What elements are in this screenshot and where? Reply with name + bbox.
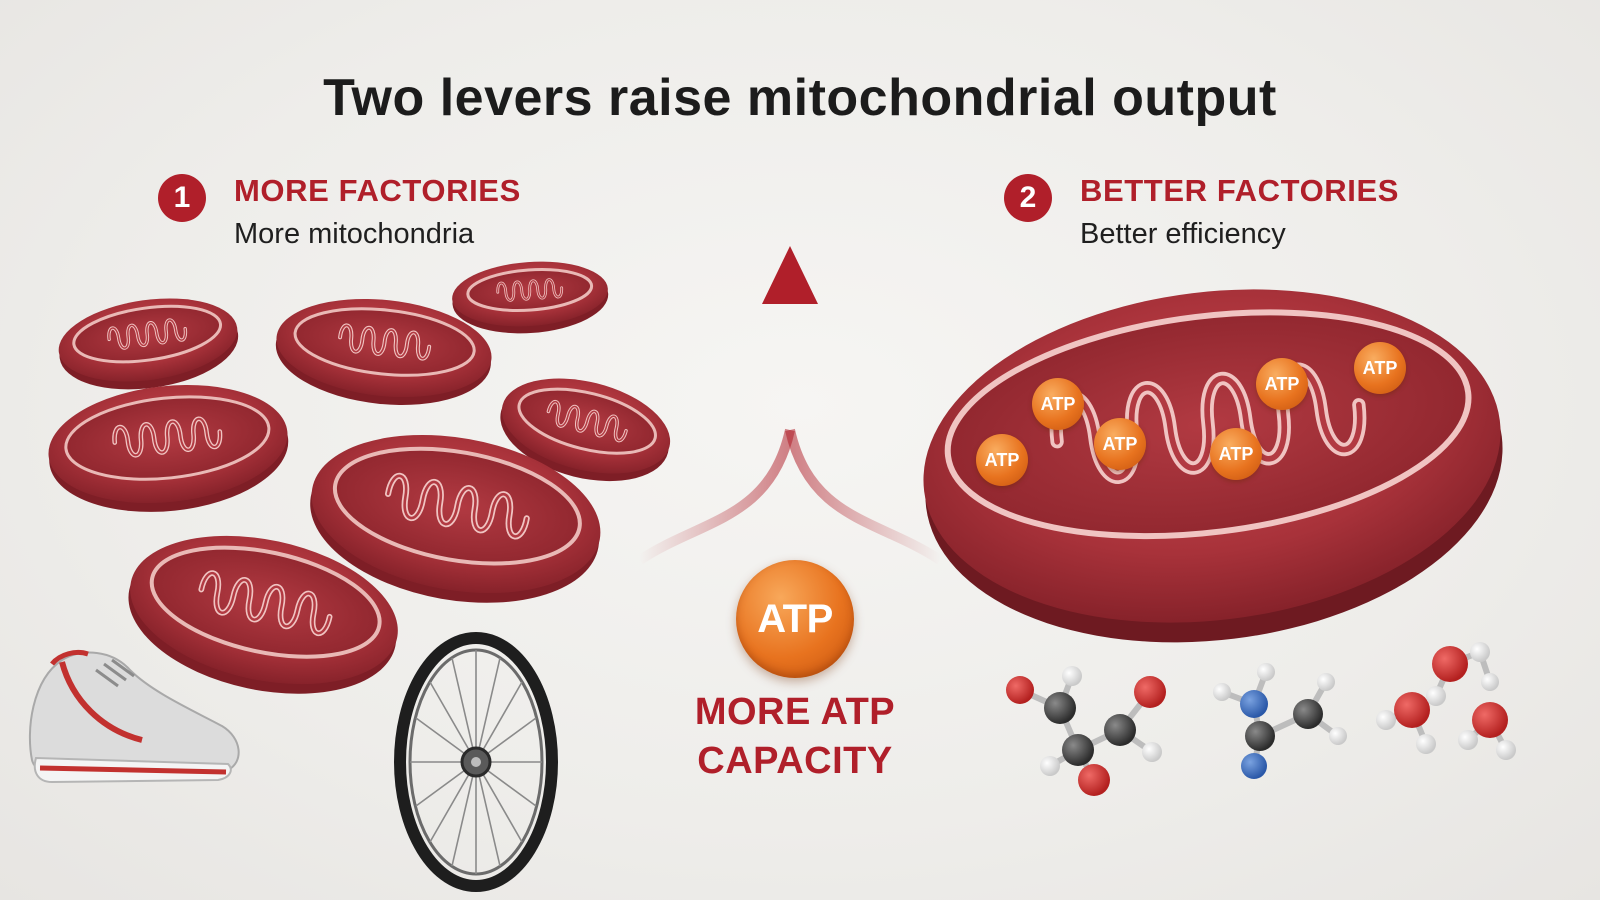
molecule-icon	[1376, 642, 1516, 760]
running-shoe-icon	[28, 649, 240, 784]
page-title: Two levers raise mitochondrial output	[323, 69, 1277, 127]
atp-badge: ATP	[976, 434, 1028, 486]
atp-capacity-label: MORE ATP CAPACITY	[640, 688, 950, 787]
mitochondrion-icon	[500, 378, 671, 482]
atp-badge: ATP	[1094, 418, 1146, 470]
mitochondrion-icon	[58, 298, 239, 390]
atp-badge: ATP	[1032, 378, 1084, 430]
lever-number-badge: 1	[158, 174, 206, 222]
lever-number-badge: 2	[1004, 174, 1052, 222]
lever-subtitle: Better efficiency	[1080, 218, 1286, 251]
molecule-icon	[1006, 666, 1166, 796]
atp-badge: ATP	[1256, 358, 1308, 410]
atp-badge-large: ATP	[736, 560, 854, 678]
atp-capacity-line-1: MORE ATP	[694, 691, 896, 733]
bicycle-wheel-icon	[394, 632, 558, 892]
lever-better-factories: 2 BETTER FACTORIES Better efficiency	[1004, 172, 1399, 252]
lever-heading: MORE FACTORIES	[234, 173, 521, 208]
lever-more-factories: 1 MORE FACTORIES More mitochondria	[158, 172, 521, 252]
lever-heading: BETTER FACTORIES	[1080, 173, 1400, 208]
atp-capacity-line-2: CAPACITY	[697, 740, 893, 783]
mitochondrion-icon	[48, 384, 289, 512]
mitochondrion-icon	[310, 434, 601, 603]
molecule-icon	[1213, 663, 1347, 779]
atp-badge: ATP	[1210, 428, 1262, 480]
mitochondrion-icon	[275, 298, 492, 405]
up-arrow-icon	[637, 246, 943, 565]
lever-subtitle: More mitochondria	[234, 218, 475, 251]
mitochondrion-icon	[452, 261, 609, 334]
mitochondrion-icon	[128, 535, 398, 694]
atp-badge: ATP	[1354, 342, 1406, 394]
